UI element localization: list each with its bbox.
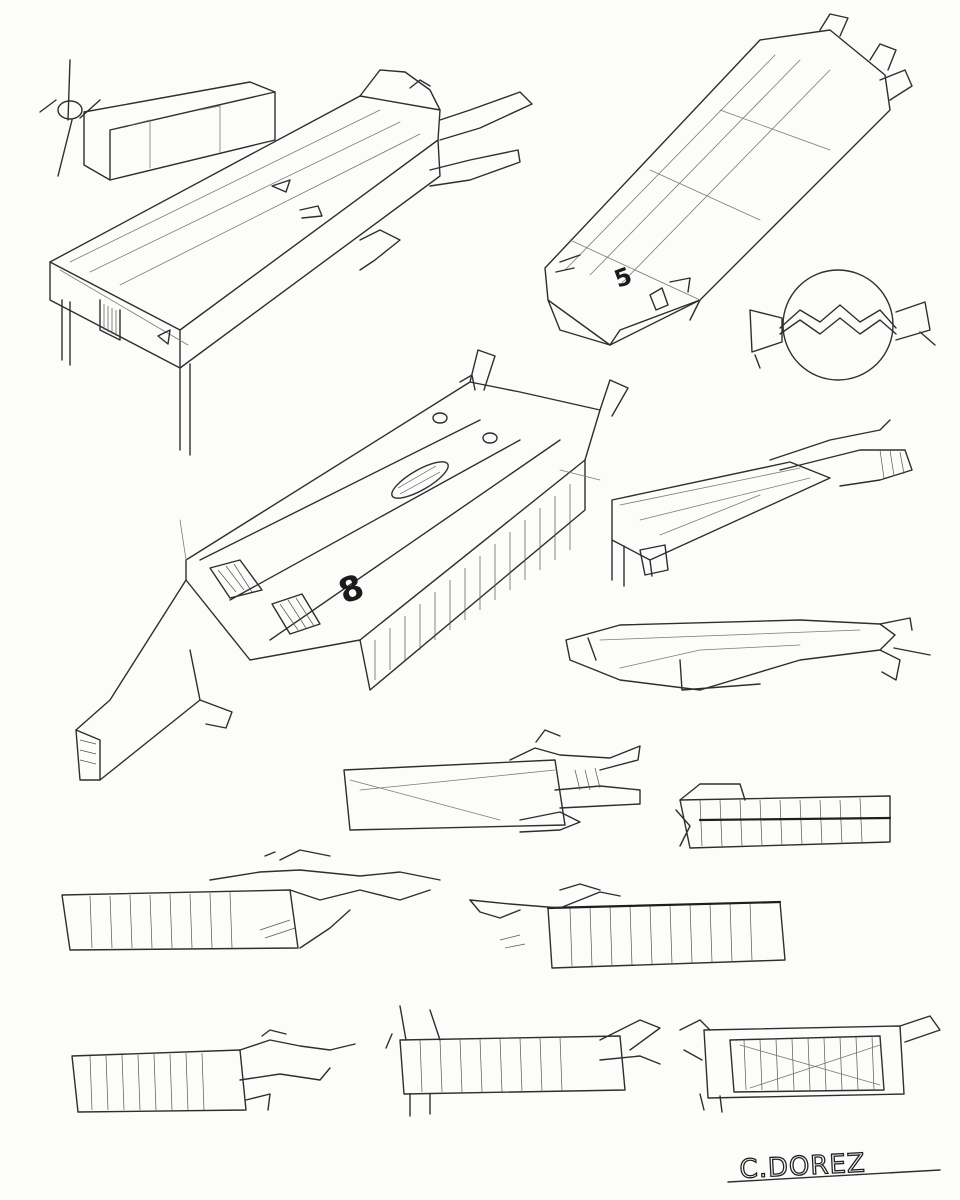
artist-signature: C.DOREZ <box>727 1148 941 1186</box>
ship-sketch-right-slim <box>565 617 931 691</box>
ship-sketch-top-left <box>39 59 533 456</box>
sphere-pod-sketch <box>749 269 936 381</box>
signature-text: C.DOREZ <box>739 1148 867 1185</box>
hull-number-8: 8 <box>333 567 369 613</box>
ship-sketch-left-long <box>61 849 441 951</box>
ship-sketch-bottom-left <box>71 1029 356 1113</box>
ship-sketch-right-container <box>675 783 892 849</box>
ship-sketch-center-container <box>469 883 786 969</box>
ship-sketch-bottom-center <box>385 1005 661 1117</box>
ship-sketch-bottom-right <box>679 1015 941 1113</box>
ship-sketch-box-engine <box>343 729 641 833</box>
ship-sketch-center-large <box>75 349 629 781</box>
ship-sketch-top-right <box>544 13 913 346</box>
hull-number-5: 5 <box>610 262 635 294</box>
ship-sketch-right-flatbed <box>611 419 913 587</box>
